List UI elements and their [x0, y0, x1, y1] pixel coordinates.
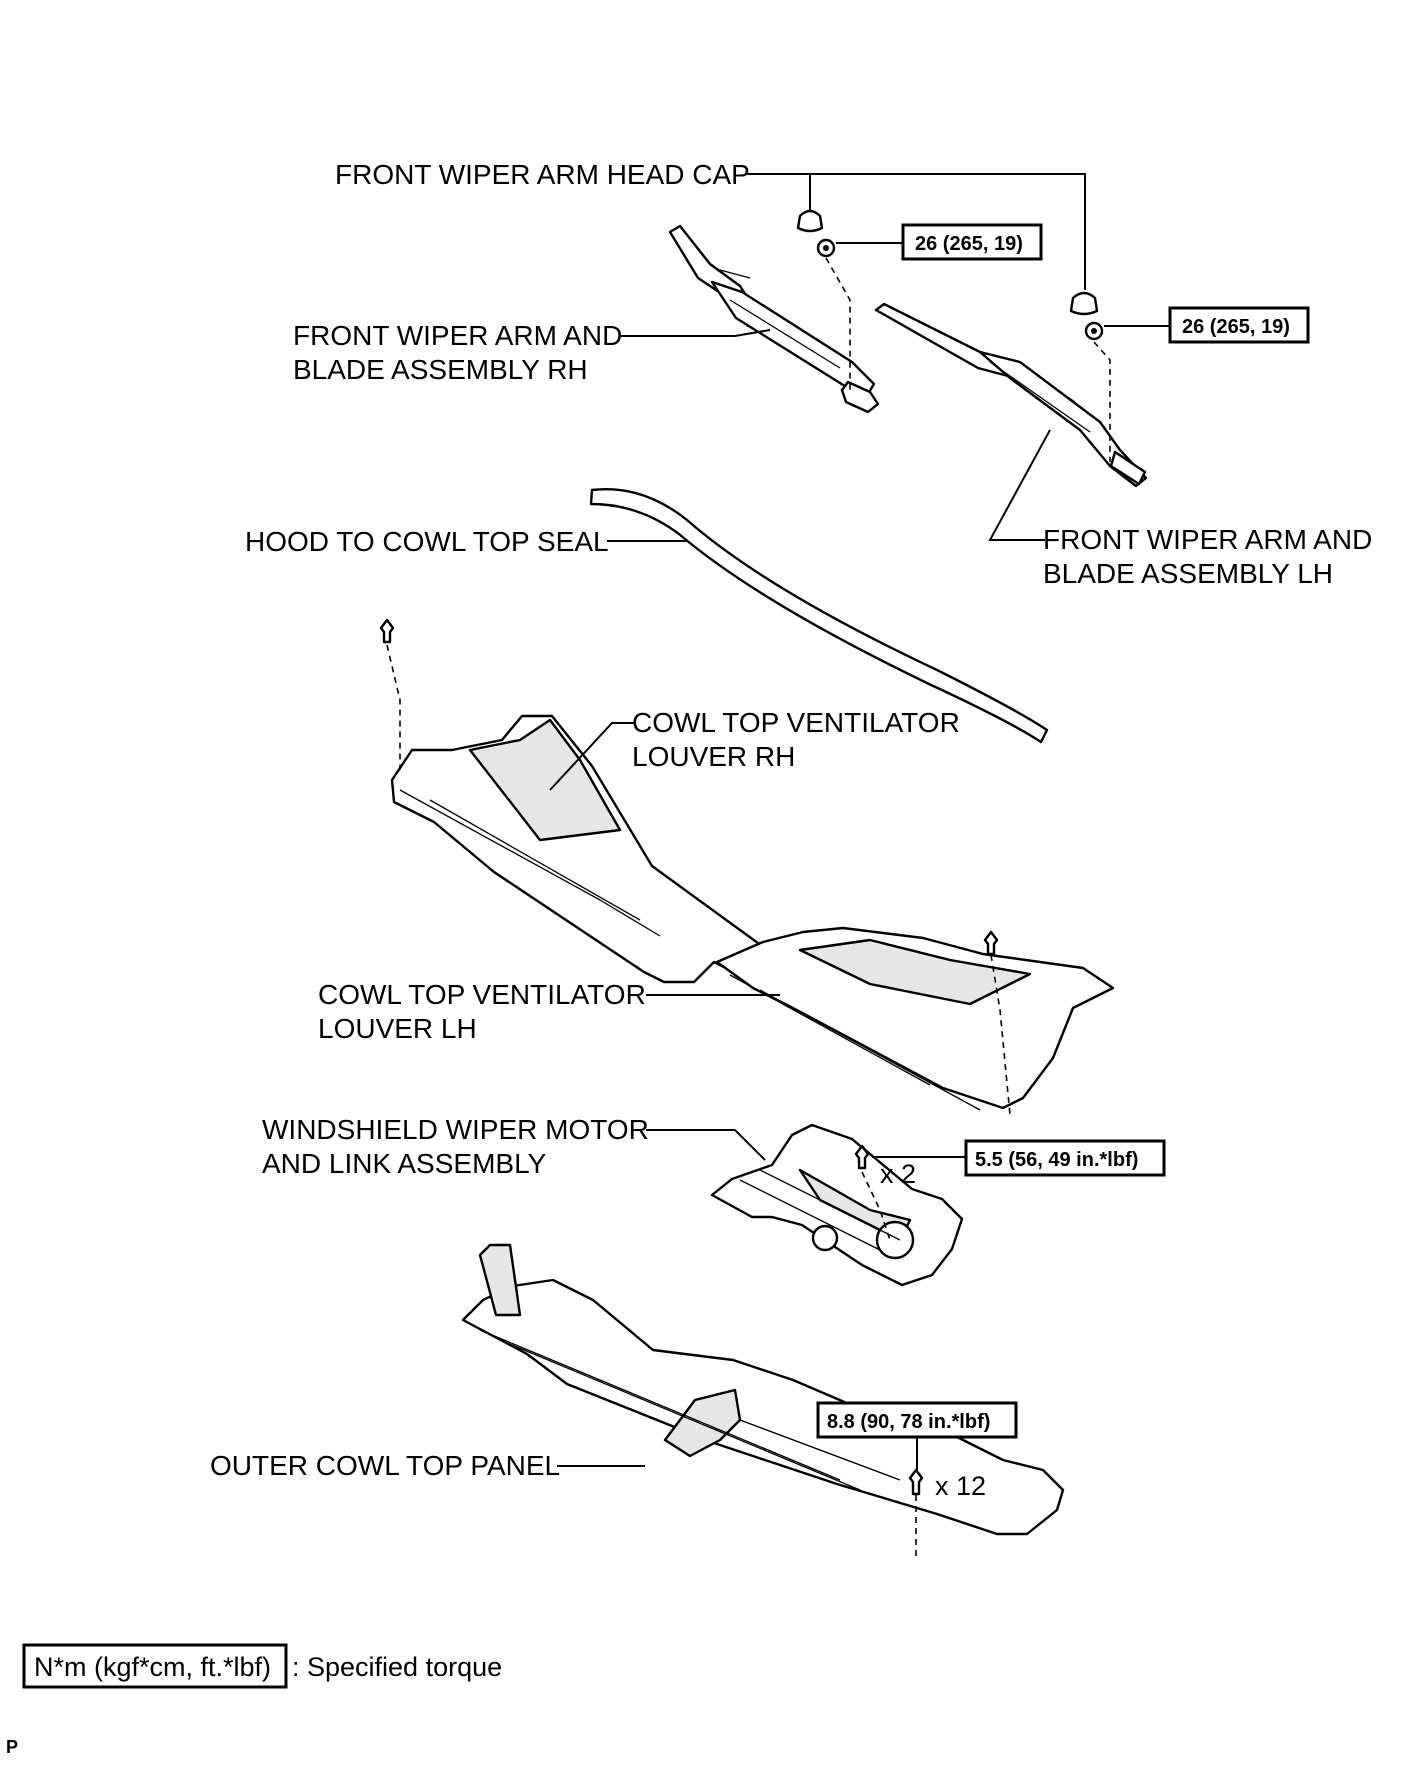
- qty-panel-bolt: x 12: [935, 1471, 986, 1501]
- label-motor-line1: WINDSHIELD WIPER MOTOR: [262, 1114, 649, 1145]
- hood-seal-part: [589, 488, 1049, 744]
- dash-nut-lh: [1093, 341, 1111, 462]
- leader-head-cap: [747, 173, 1086, 290]
- dash-clip-lh: [990, 954, 1011, 1116]
- head-cap-rh-icon: [796, 209, 824, 233]
- label-arm-lh-line1: FRONT WIPER ARM AND: [1043, 524, 1372, 555]
- torque-arm-lh: 26 (265, 19): [1182, 316, 1290, 338]
- dash-nut-rh: [825, 257, 851, 390]
- label-louver-lh-line2: LOUVER LH: [318, 1013, 477, 1044]
- label-arm-rh-line2: BLADE ASSEMBLY RH: [293, 354, 588, 385]
- torque-box-arm-lh: [1168, 306, 1310, 344]
- bolt-panel-icon: [908, 1468, 924, 1496]
- legend-description: : Specified torque: [292, 1652, 502, 1682]
- label-outer-panel: OUTER COWL TOP PANEL: [210, 1450, 560, 1481]
- wiper-motor-part: [710, 1123, 964, 1287]
- qty-motor-bolt: x 2: [880, 1159, 916, 1189]
- corner-mark: P: [6, 1737, 18, 1757]
- outer-cowl-panel-part: [461, 1243, 1065, 1536]
- label-head-cap: FRONT WIPER ARM HEAD CAP: [335, 159, 750, 190]
- leader-arm-lh: [988, 429, 1051, 541]
- clip-lh-icon: [983, 930, 999, 956]
- label-louver-rh-line1: COWL TOP VENTILATOR: [632, 707, 960, 738]
- torque-arm-rh: 26 (265, 19): [915, 233, 1023, 255]
- louver-rh-part: [390, 714, 766, 984]
- legend-box-text: N*m (kgf*cm, ft.*lbf): [34, 1652, 271, 1682]
- label-seal: HOOD TO COWL TOP SEAL: [245, 526, 609, 557]
- label-arm-rh-line1: FRONT WIPER ARM AND: [293, 320, 622, 351]
- bolt-motor-icon: [854, 1144, 870, 1170]
- leader-arm-rh: [621, 329, 771, 337]
- dash-clip-rh: [386, 644, 401, 770]
- leader-louver-rh: [549, 722, 634, 791]
- label-louver-lh-line1: COWL TOP VENTILATOR: [318, 979, 646, 1010]
- leader-motor: [646, 1129, 766, 1161]
- legend-box: [22, 1643, 288, 1689]
- torque-panel: 8.8 (90, 78 in.*lbf): [827, 1411, 990, 1433]
- head-cap-lh-icon: [1069, 291, 1099, 316]
- label-louver-rh-line2: LOUVER RH: [632, 741, 795, 772]
- torque-motor: 5.5 (56, 49 in.*lbf): [975, 1149, 1138, 1171]
- torque-box-motor: [964, 1139, 1166, 1177]
- wiper-arm-lh: [874, 302, 1148, 488]
- label-motor-line2: AND LINK ASSEMBLY: [262, 1148, 547, 1179]
- wiper-arm-rh: [668, 224, 880, 414]
- clip-rh-icon: [379, 618, 395, 644]
- dash-bolt-motor: [861, 1171, 891, 1241]
- louver-lh-part: [715, 926, 1115, 1111]
- label-arm-lh-line2: BLADE ASSEMBLY LH: [1043, 558, 1333, 589]
